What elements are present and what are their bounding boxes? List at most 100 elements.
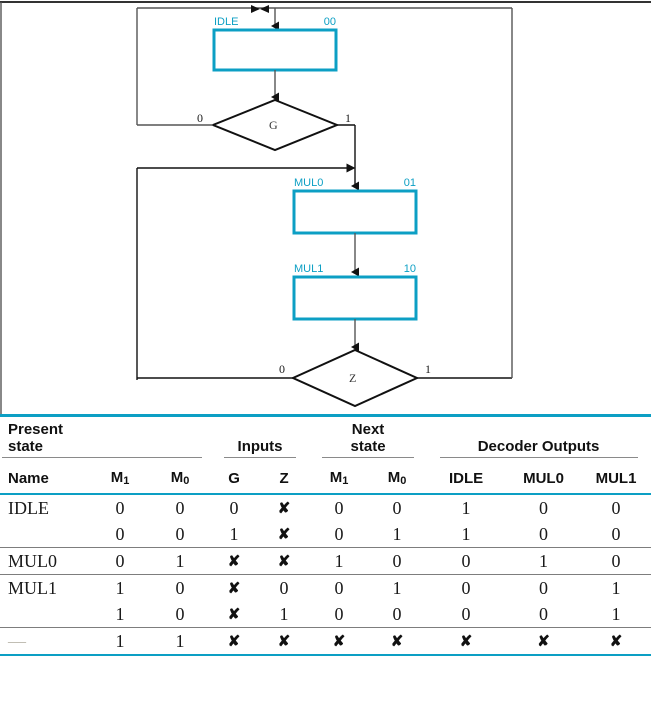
cell-name: —	[8, 630, 26, 651]
column-header-next-m0: M0	[387, 469, 407, 487]
cell-z: ✘	[277, 633, 291, 650]
column-header-output-idle: IDLE	[448, 469, 484, 487]
edge-z-true-to-idle	[417, 8, 513, 379]
cell-mul1: 0	[611, 497, 621, 518]
cell-z: ✘	[277, 526, 291, 543]
table-column-header-row: Name M1 M0 G Z M1 M0 IDLE MUL0 MUL1	[0, 463, 651, 493]
cell-m0: 0	[175, 523, 185, 544]
cell-m0: 0	[175, 577, 185, 598]
cell-m0: 1	[175, 630, 185, 651]
cell-m1: 1	[115, 630, 125, 651]
table-top-rule	[0, 414, 651, 417]
cell-g: ✘	[227, 606, 241, 623]
edge-g-false-loopback	[136, 8, 213, 126]
group-header-decoder-outputs: Decoder Outputs	[426, 417, 651, 463]
column-header-present-m1: M1	[110, 469, 130, 487]
cell-nm0: 0	[392, 550, 402, 571]
table-group-separator	[0, 547, 651, 548]
table-group-separator	[0, 574, 651, 575]
cell-g: 0	[229, 497, 239, 518]
state-label-mul1: MUL1	[294, 263, 323, 275]
edge-g-true-to-mul0	[337, 124, 359, 191]
cell-z: ✘	[277, 553, 291, 570]
idle-entry-rail	[137, 5, 512, 31]
z-false-label: 0	[279, 362, 285, 376]
column-header-input-g: G	[228, 469, 240, 487]
column-header-output-mul1: MUL1	[595, 469, 637, 487]
cell-g: ✘	[227, 553, 241, 570]
state-box-mul1: MUL1 10	[292, 263, 418, 321]
cell-mul1: 1	[611, 577, 621, 598]
state-box-mul0: MUL0 01	[292, 177, 418, 235]
cell-m0: 0	[175, 603, 185, 624]
decision-diamond-g: G 0 1	[197, 98, 351, 152]
table-group-separator	[0, 627, 651, 628]
cell-idle: 0	[461, 577, 471, 598]
g-false-label: 0	[197, 111, 203, 125]
cell-m1: 1	[115, 577, 125, 598]
cell-g: ✘	[227, 580, 241, 597]
cell-nm1: 0	[334, 603, 344, 624]
table-bottom-rule	[0, 654, 651, 656]
cell-name: MUL0	[8, 550, 57, 571]
column-header-name: Name	[8, 469, 49, 487]
group-header-next-state-line2: state	[350, 437, 386, 455]
cell-g: 1	[229, 523, 239, 544]
column-header-output-mul0: MUL0	[523, 469, 564, 487]
group-header-decoder-outputs-label: Decoder Outputs	[477, 437, 600, 455]
cell-mul0: ✘	[537, 633, 550, 650]
column-header-present-m0: M0	[170, 469, 190, 487]
cell-z: ✘	[277, 500, 291, 517]
cell-mul0: 0	[539, 497, 548, 518]
cell-idle: 0	[461, 550, 471, 571]
column-header-next-m1: M1	[329, 469, 349, 487]
group-header-next-state: Next state	[310, 417, 426, 463]
cell-name: MUL1	[8, 577, 57, 598]
figure-frame	[0, 1, 651, 414]
cell-m1: 0	[115, 497, 125, 518]
cell-mul1: 1	[611, 603, 621, 624]
cell-m1: 1	[115, 603, 125, 624]
cell-g: ✘	[227, 633, 241, 650]
table-group-header-row: Present state Inputs Next state	[0, 417, 651, 463]
cell-nm1: 0	[334, 523, 344, 544]
edge-z-false-rail	[136, 163, 356, 380]
cell-z: 1	[279, 603, 289, 624]
cell-mul0: 0	[539, 603, 548, 624]
group-header-present-state-line2: state	[8, 437, 44, 455]
asm-chart: IDLE 00 G 0 1 MUL0	[0, 1, 651, 414]
cell-mul0: 0	[539, 523, 548, 544]
cell-z: 0	[279, 577, 289, 598]
table-header-rule	[0, 493, 651, 495]
state-code-mul0: 01	[404, 177, 416, 189]
state-code-idle: 00	[324, 16, 336, 28]
cell-m0: 0	[175, 497, 185, 518]
cell-nm0: ✘	[390, 633, 404, 650]
cell-nm1: 0	[334, 577, 344, 598]
cell-idle: 1	[461, 523, 471, 544]
cell-m1: 0	[115, 550, 125, 571]
cell-nm0: 1	[392, 577, 402, 598]
decision-label-g: G	[269, 118, 278, 132]
cell-nm0: 0	[392, 497, 402, 518]
cell-mul1: 0	[611, 550, 621, 571]
state-label-idle: IDLE	[214, 16, 238, 28]
group-header-next-state-line1: Next	[351, 420, 385, 438]
cell-mul1: 0	[611, 523, 621, 544]
cell-idle: ✘	[459, 633, 473, 650]
state-code-mul1: 10	[404, 263, 416, 275]
cell-mul1: ✘	[609, 633, 623, 650]
z-true-label: 1	[425, 362, 431, 376]
state-label-mul0: MUL0	[294, 177, 323, 189]
state-transition-table: Present state Inputs Next state	[0, 414, 651, 722]
group-header-inputs: Inputs	[210, 417, 310, 463]
cell-nm1: 1	[334, 550, 344, 571]
cell-mul0: 1	[539, 550, 548, 571]
cell-idle: 0	[461, 603, 471, 624]
